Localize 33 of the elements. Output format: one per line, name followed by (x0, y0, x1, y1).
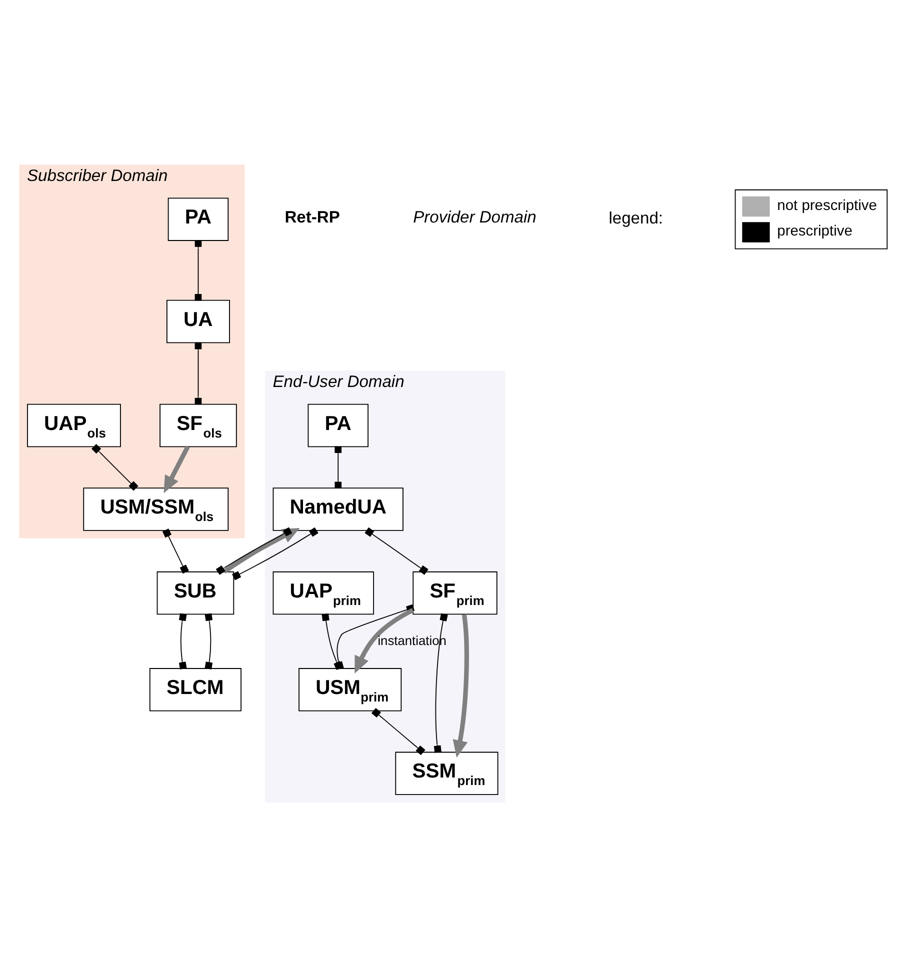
node-box: PA (308, 403, 368, 447)
connector (178, 612, 187, 669)
connector (194, 240, 202, 300)
node-box: PA (168, 197, 229, 240)
node-box: UA (166, 299, 230, 343)
connector (91, 443, 138, 490)
node-box: UAP$_{prim}$ (272, 570, 374, 614)
arrow (164, 445, 190, 493)
node-box: SLCM (149, 668, 242, 711)
node-box: SUB (156, 570, 234, 614)
node-box: USM$_{prim}$ (298, 668, 402, 711)
connector (434, 612, 448, 752)
connector (216, 526, 292, 574)
label: Ret-RP (284, 206, 340, 226)
node-box: UAP$_{ols}$ (27, 403, 121, 447)
node-box: SF$_{ols}$ (160, 403, 237, 447)
legend-label: not prescriptive (777, 197, 877, 214)
legend-label: prescriptive (777, 223, 852, 240)
node-box: SF$_{prim}$ (412, 570, 498, 614)
node-box: USM/SSM$_{ols}$ (83, 487, 229, 530)
connector (194, 342, 202, 404)
arrow (452, 614, 469, 758)
label: legend: (608, 208, 664, 227)
node-box: SSM$_{prim}$ (395, 751, 498, 795)
connector (364, 526, 428, 574)
node-box: NamedUA (272, 487, 404, 530)
connector (162, 528, 189, 574)
label: Provider Domain (413, 206, 536, 226)
connector (371, 707, 426, 755)
connector (334, 446, 342, 488)
arrow (222, 528, 300, 574)
connector (204, 612, 213, 669)
connector (232, 526, 318, 580)
